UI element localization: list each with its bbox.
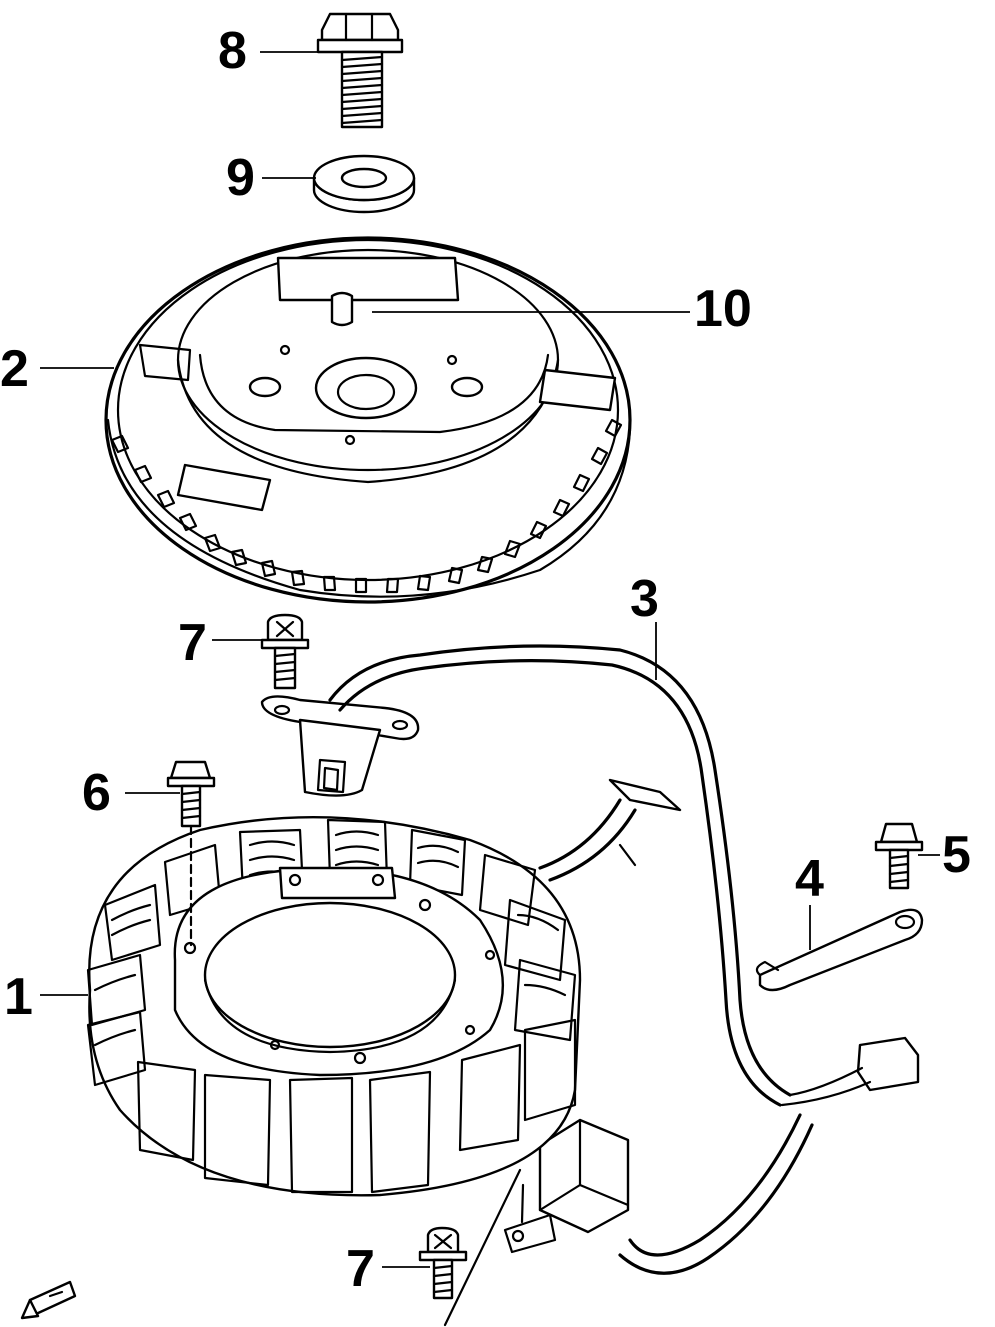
pulser-coil-harness-part-3 xyxy=(260,644,920,1275)
callout-6: 6 xyxy=(82,764,111,822)
stator-part-1 xyxy=(86,778,682,1197)
front-arrow-icon xyxy=(20,1280,77,1320)
bolt-part-6 xyxy=(166,760,216,947)
flange-bolt-part-8 xyxy=(316,12,404,129)
washer-part-9 xyxy=(312,154,416,214)
bolt-part-7-upper xyxy=(260,613,310,690)
callout-4: 4 xyxy=(795,850,824,908)
callout-7-lower: 7 xyxy=(346,1240,375,1298)
bolt-part-7-lower xyxy=(418,1168,525,1327)
leader-lines xyxy=(40,51,940,1268)
callout-10: 10 xyxy=(694,280,752,338)
callout-9: 9 xyxy=(226,149,255,207)
callout-2: 2 xyxy=(0,340,29,398)
ground-terminal-part-4 xyxy=(755,908,924,992)
flywheel-part-2 xyxy=(104,236,632,604)
callout-1: 1 xyxy=(4,968,33,1026)
callout-8: 8 xyxy=(218,22,247,80)
callout-3: 3 xyxy=(630,570,659,628)
bolt-part-5 xyxy=(874,822,924,890)
callout-7-upper: 7 xyxy=(178,614,207,672)
callout-5: 5 xyxy=(942,826,971,884)
callout-labels: 8 9 10 2 3 7 6 5 4 1 7 xyxy=(0,22,971,1298)
